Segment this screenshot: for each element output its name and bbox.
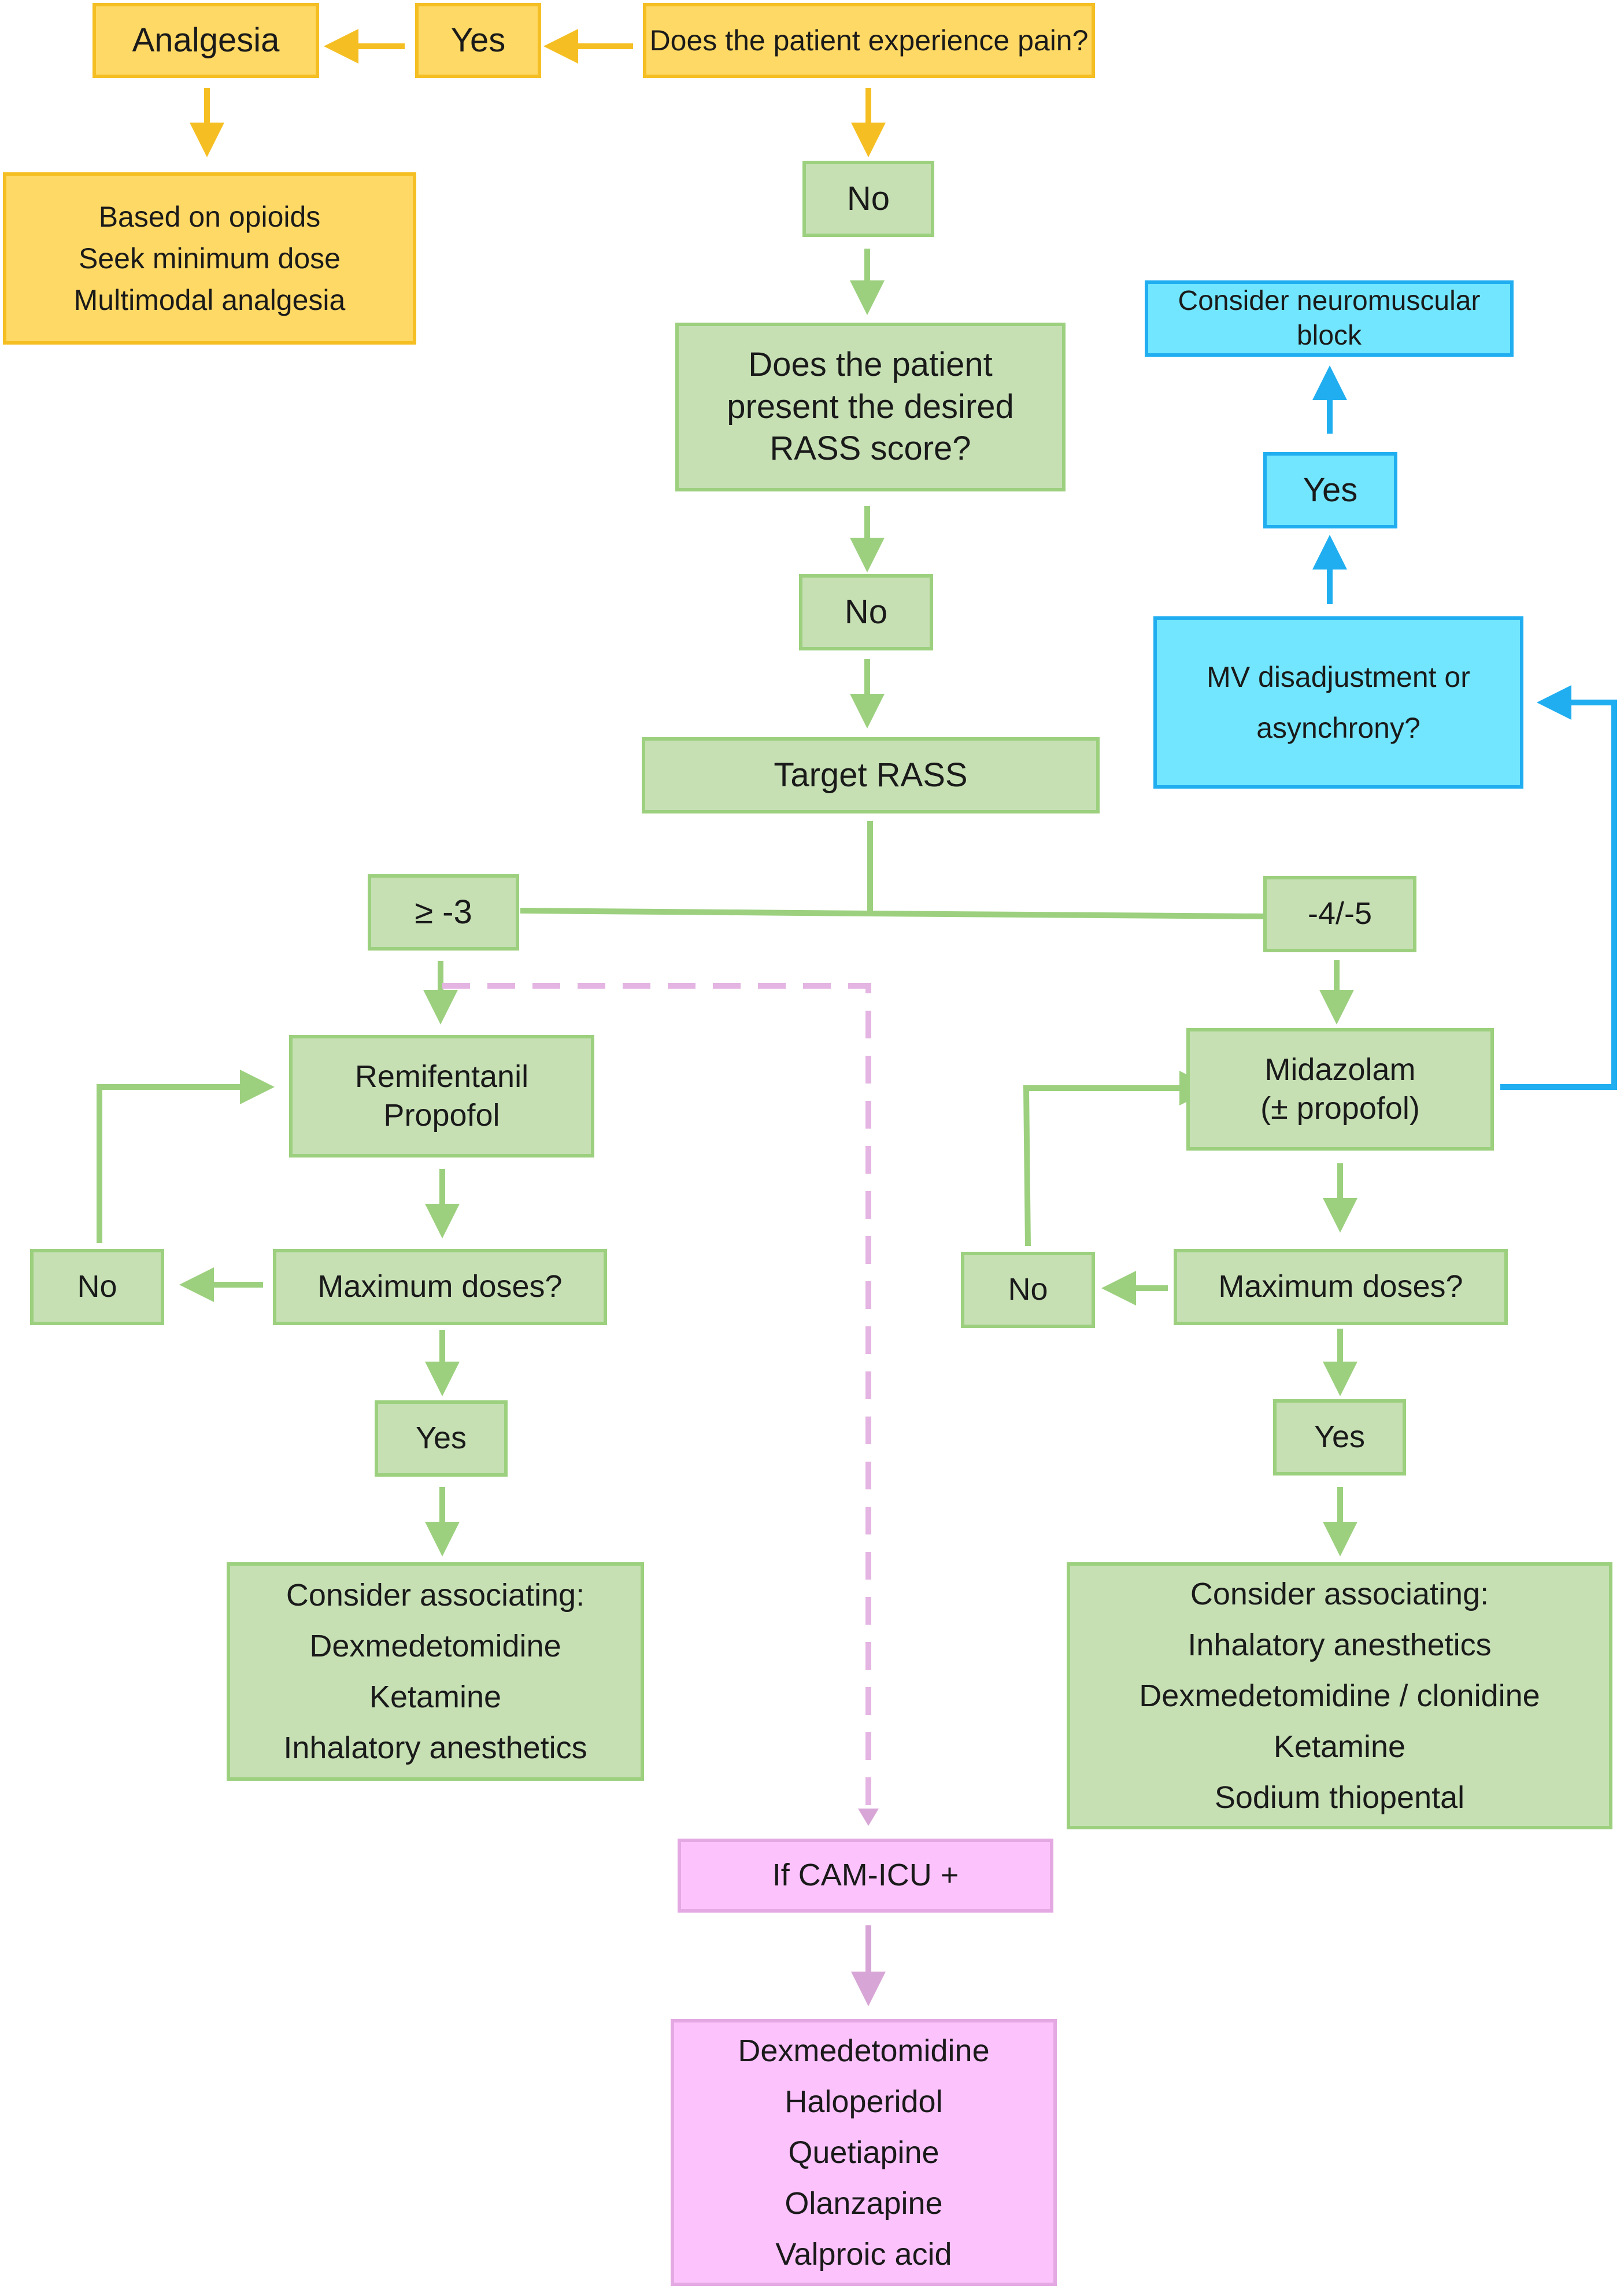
right-consider-item-4: Sodium thiopental <box>1214 1780 1465 1815</box>
light-sedation-box: ≥ -3 <box>368 874 519 951</box>
right-no-text: No <box>1008 1272 1048 1307</box>
arrow-midazolam-to-mv <box>1500 685 1617 1090</box>
delirium-drug-1: Dexmedetomidine <box>738 2033 990 2068</box>
rass-question-line-3: RASS score? <box>770 430 971 468</box>
pain-no-text: No <box>846 179 890 217</box>
midazolam-box: Midazolam (± propofol) <box>1186 1028 1494 1151</box>
mv-question-box: MV disadjustment or asynchrony? <box>1153 616 1523 789</box>
analgesia-detail-3: Multimodal analgesia <box>73 284 346 316</box>
light-sedation-text: ≥ -3 <box>415 893 472 931</box>
pain-no-box: No <box>802 161 934 237</box>
analgesia-text: Analgesia <box>132 21 280 59</box>
delirium-drug-5: Valproic acid <box>775 2237 952 2272</box>
left-consider-item-3: Inhalatory anesthetics <box>283 1730 587 1765</box>
delirium-arrows <box>442 983 886 2006</box>
delirium-drugs-box: Dexmedetomidine Haloperidol Quetiapine O… <box>671 2019 1057 2286</box>
left-consider-item-2: Ketamine <box>369 1680 502 1714</box>
rass-no-box: No <box>799 574 933 650</box>
propofol-optional-text: (± propofol) <box>1260 1091 1420 1126</box>
neuromuscular-block-box: Consider neuromuscular block <box>1145 280 1514 357</box>
neuromuscular-line-2: block <box>1296 320 1362 351</box>
arrow-no-right-loop <box>1023 1071 1214 1247</box>
remifentanil-text: Remifentanil <box>354 1059 529 1094</box>
pain-yes-text: Yes <box>450 21 506 59</box>
analgesia-details-box: Based on opioids Seek minimum dose Multi… <box>3 172 416 345</box>
rass-no-text: No <box>844 593 888 631</box>
cam-icu-text: If CAM-ICU + <box>772 1858 959 1893</box>
right-consider-title: Consider associating: <box>1190 1577 1489 1611</box>
right-max-doses-text: Maximum doses? <box>1218 1269 1463 1304</box>
right-yes-text: Yes <box>1314 1419 1366 1455</box>
line-branch-right <box>870 911 1264 919</box>
propofol-text: Propofol <box>383 1098 500 1133</box>
delirium-drug-3: Quetiapine <box>788 2135 939 2170</box>
right-consider-item-1: Inhalatory anesthetics <box>1188 1628 1492 1662</box>
rass-question-line-1: Does the patient <box>748 346 993 384</box>
delirium-drug-2: Haloperidol <box>785 2084 943 2119</box>
target-rass-box: Target RASS <box>642 737 1100 813</box>
mv-yes-text: Yes <box>1303 471 1358 509</box>
remifentanil-propofol-box: Remifentanil Propofol <box>289 1035 594 1158</box>
neuromuscular-line-1: Consider neuromuscular <box>1178 286 1481 316</box>
right-consider-item-2: Dexmedetomidine / clonidine <box>1139 1678 1540 1713</box>
analgesia-box: Analgesia <box>93 3 319 78</box>
line-branch-left <box>520 908 871 916</box>
rass-question-line-2: present the desired <box>727 387 1014 426</box>
rass-question-box: Does the patient present the desired RAS… <box>675 323 1066 491</box>
left-max-doses-text: Maximum doses? <box>317 1269 563 1304</box>
right-no-box: No <box>961 1252 1095 1328</box>
left-no-text: No <box>77 1269 117 1304</box>
analgesia-detail-1: Based on opioids <box>98 201 321 233</box>
cam-icu-box: If CAM-ICU + <box>678 1839 1053 1913</box>
target-rass-text: Target RASS <box>774 756 968 794</box>
pain-arrows <box>190 29 886 157</box>
right-max-doses-box: Maximum doses? <box>1174 1249 1508 1325</box>
left-no-box: No <box>30 1249 164 1325</box>
mv-question-line-2: asynchrony? <box>1256 712 1420 744</box>
left-max-doses-box: Maximum doses? <box>273 1249 607 1325</box>
sedation-arrows <box>97 249 1357 1556</box>
left-consider-title: Consider associating: <box>286 1578 585 1613</box>
left-consider-item-1: Dexmedetomidine <box>309 1629 561 1663</box>
pain-question-box: Does the patient experience pain? <box>643 3 1095 78</box>
delirium-drug-4: Olanzapine <box>785 2186 943 2221</box>
mv-question-line-1: MV disadjustment or <box>1207 661 1470 693</box>
analgesia-detail-2: Seek minimum dose <box>79 242 341 275</box>
dashed-line-light-to-camicu <box>442 983 871 1813</box>
ventilation-arrows <box>1312 365 1617 1090</box>
left-yes-box: Yes <box>375 1400 508 1477</box>
pain-yes-box: Yes <box>415 3 541 78</box>
right-consider-box: Consider associating: Inhalatory anesthe… <box>1067 1562 1612 1829</box>
mv-yes-box: Yes <box>1263 452 1397 528</box>
deep-sedation-text: -4/-5 <box>1307 896 1373 931</box>
midazolam-text: Midazolam <box>1264 1052 1416 1087</box>
left-consider-box: Consider associating: Dexmedetomidine Ke… <box>227 1562 644 1781</box>
dashed-arrowhead <box>858 1809 879 1826</box>
arrow-no-left-loop <box>97 1070 275 1243</box>
pain-question-text: Does the patient experience pain? <box>649 24 1089 57</box>
right-yes-box: Yes <box>1273 1399 1406 1476</box>
right-consider-item-3: Ketamine <box>1273 1729 1406 1764</box>
left-yes-text: Yes <box>415 1421 467 1456</box>
deep-sedation-box: -4/-5 <box>1263 876 1416 952</box>
